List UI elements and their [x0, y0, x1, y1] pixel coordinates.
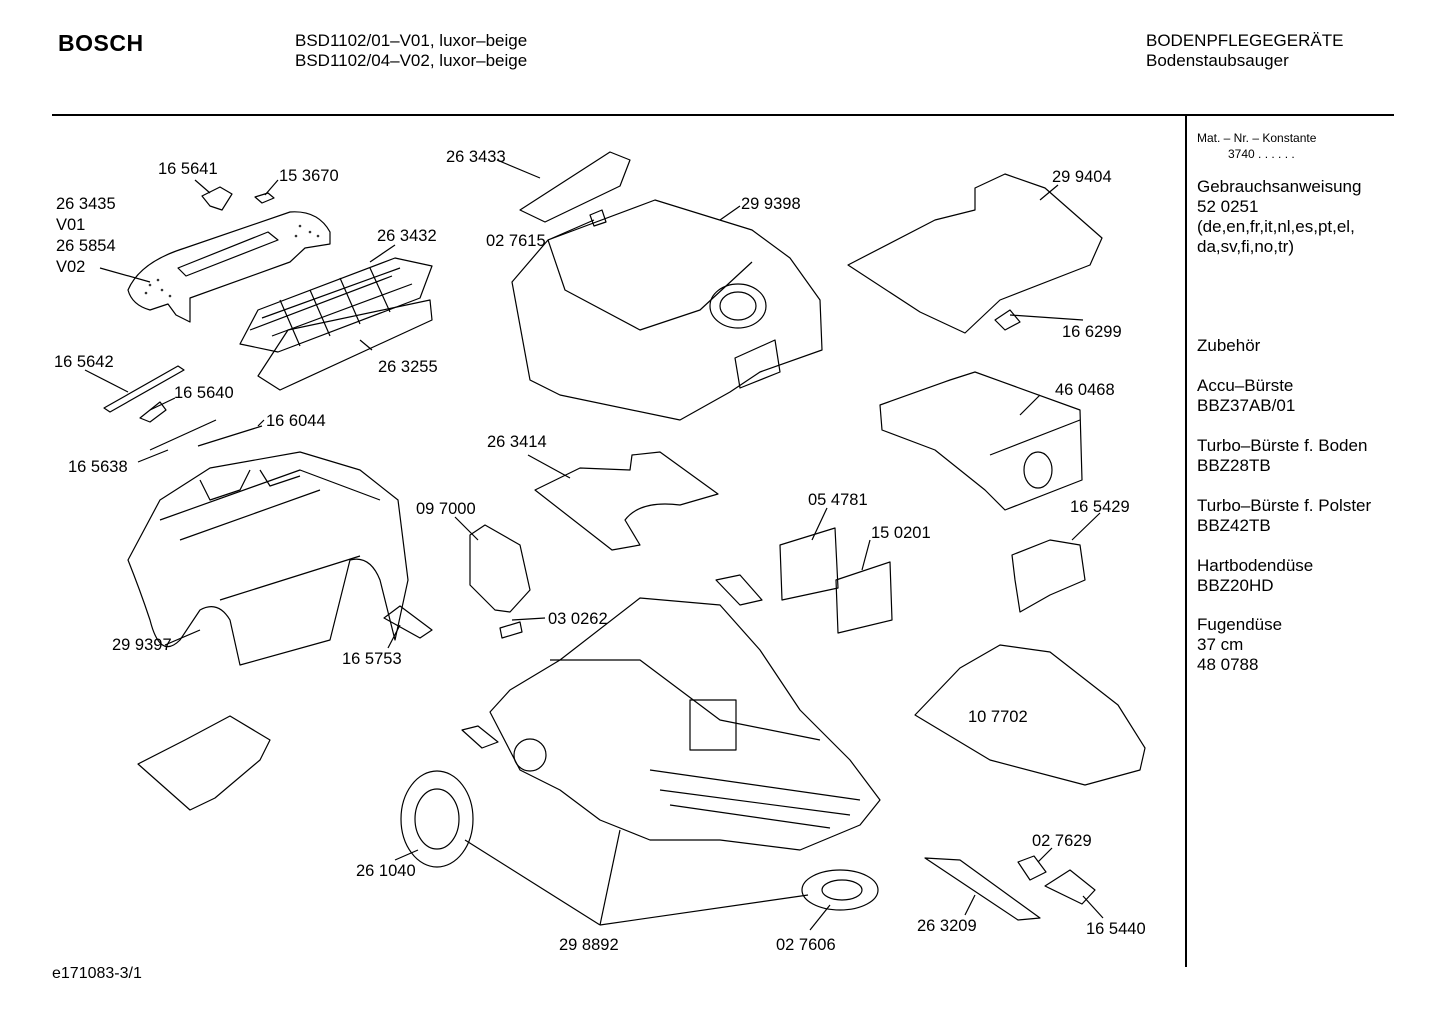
part-top-cover — [127, 211, 331, 323]
part-hinge — [994, 309, 1021, 331]
part-label: 16 6044 — [266, 412, 326, 430]
crevice-code: 48 0788 — [1197, 655, 1259, 674]
mat-nr-value: 3740 . . . . . . — [1228, 147, 1295, 161]
part-filter-sheet-1 — [779, 527, 839, 601]
part-label: 26 3435 — [56, 195, 116, 213]
part-small-block — [715, 574, 763, 606]
drawing-id: e171083-3/1 — [52, 965, 142, 982]
part-label: 29 9397 — [112, 636, 172, 654]
part-filter-frame — [469, 524, 531, 613]
part-label: 16 5638 — [68, 458, 128, 476]
mat-nr-label: Mat. – Nr. – Konstante — [1197, 131, 1317, 145]
part-handle-cover — [519, 151, 631, 223]
accessory-code: BBZ20HD — [1197, 576, 1274, 595]
part-cap — [254, 192, 275, 204]
accessory-name: Turbo–Bürste f. Polster — [1197, 496, 1372, 515]
crevice-name: Fugendüse — [1197, 615, 1283, 634]
part-label: 02 7629 — [1032, 832, 1092, 850]
part-main-lid — [511, 199, 823, 421]
part-bracket — [1011, 539, 1086, 613]
part-label: 02 7615 — [486, 232, 546, 250]
part-bag-holder — [879, 371, 1083, 511]
part-filter-grille — [239, 257, 433, 391]
part-clip-small — [1017, 855, 1047, 881]
manual-title: Gebrauchsanweisung — [1197, 177, 1362, 196]
crevice-length: 37 cm — [1197, 635, 1244, 654]
part-label: 16 5642 — [54, 353, 114, 371]
part-wire-1 — [197, 425, 263, 447]
accessory-code: BBZ42TB — [1197, 516, 1271, 535]
part-label: 46 0468 — [1055, 381, 1115, 399]
part-latch — [589, 209, 607, 227]
part-button — [201, 186, 233, 211]
part-label: 26 3432 — [377, 227, 437, 245]
accessory-name: Turbo–Bürste f. Boden — [1197, 436, 1368, 455]
accessory-code: BBZ37AB/01 — [1197, 396, 1296, 415]
part-label: 02 7606 — [776, 936, 836, 954]
sidebar-divider — [1185, 115, 1187, 967]
part-label: 05 4781 — [808, 491, 868, 509]
category-title: BODENPFLEGEGERÄTE — [1146, 31, 1344, 50]
part-clip — [139, 401, 167, 423]
part-label: 10 7702 — [968, 708, 1028, 726]
manual-number: 52 0251 — [1197, 197, 1259, 216]
part-label: 29 9404 — [1052, 168, 1112, 186]
manual-languages: da,sv,fi,no,tr) — [1197, 237, 1294, 256]
part-plate — [534, 451, 719, 551]
brand-logo: BOSCH — [58, 30, 144, 56]
part-label: 16 5429 — [1070, 498, 1130, 516]
part-label: 15 3670 — [279, 167, 339, 185]
part-wheel — [400, 770, 474, 868]
part-label: 26 3433 — [446, 148, 506, 166]
part-label: 26 5854 — [56, 237, 116, 255]
header-divider — [52, 114, 1394, 116]
part-pin — [499, 621, 523, 639]
part-rod — [103, 365, 185, 413]
accessory-name: Accu–Bürste — [1197, 376, 1294, 395]
variant-label: V02 — [56, 258, 86, 276]
part-strip — [924, 857, 1041, 921]
accessory-name: Hartbodendüse — [1197, 556, 1314, 575]
part-catch — [383, 605, 433, 639]
subcategory-title: Bodenstaubsauger — [1146, 51, 1289, 70]
part-label: 03 0262 — [548, 610, 608, 628]
part-label: 26 3255 — [378, 358, 438, 376]
part-slider — [1044, 869, 1096, 905]
part-label: 16 5640 — [174, 384, 234, 402]
part-label: 26 1040 — [356, 862, 416, 880]
part-label: 16 5440 — [1086, 920, 1146, 938]
part-label: 16 5641 — [158, 160, 218, 178]
part-label: 15 0201 — [871, 524, 931, 542]
model-line-2: BSD1102/04–V02, luxor–beige — [295, 51, 528, 70]
leader-lines — [84, 159, 1104, 931]
part-label: 09 7000 — [416, 500, 476, 518]
part-castor — [801, 869, 879, 911]
part-base-chassis — [489, 597, 881, 851]
manual-languages: (de,en,fr,it,nl,es,pt,el, — [1197, 217, 1355, 236]
part-seal — [914, 644, 1146, 786]
part-label: 16 6299 — [1062, 323, 1122, 341]
part-bag-cover — [847, 173, 1103, 334]
variant-label: V01 — [56, 216, 86, 234]
part-label: 16 5753 — [342, 650, 402, 668]
part-label: 26 3209 — [917, 917, 977, 935]
part-label: 26 3414 — [487, 433, 547, 451]
part-label: 29 9398 — [741, 195, 801, 213]
part-filter-sheet-2 — [835, 561, 893, 634]
part-lower-housing — [127, 451, 409, 666]
part-sponge-filter — [137, 715, 271, 811]
accessory-code: BBZ28TB — [1197, 456, 1271, 475]
accessories-title: Zubehör — [1197, 336, 1261, 355]
part-spacer — [461, 725, 499, 749]
part-wire-2 — [149, 419, 217, 451]
part-label: 29 8892 — [559, 936, 619, 954]
model-line-1: BSD1102/01–V01, luxor–beige — [295, 31, 528, 50]
